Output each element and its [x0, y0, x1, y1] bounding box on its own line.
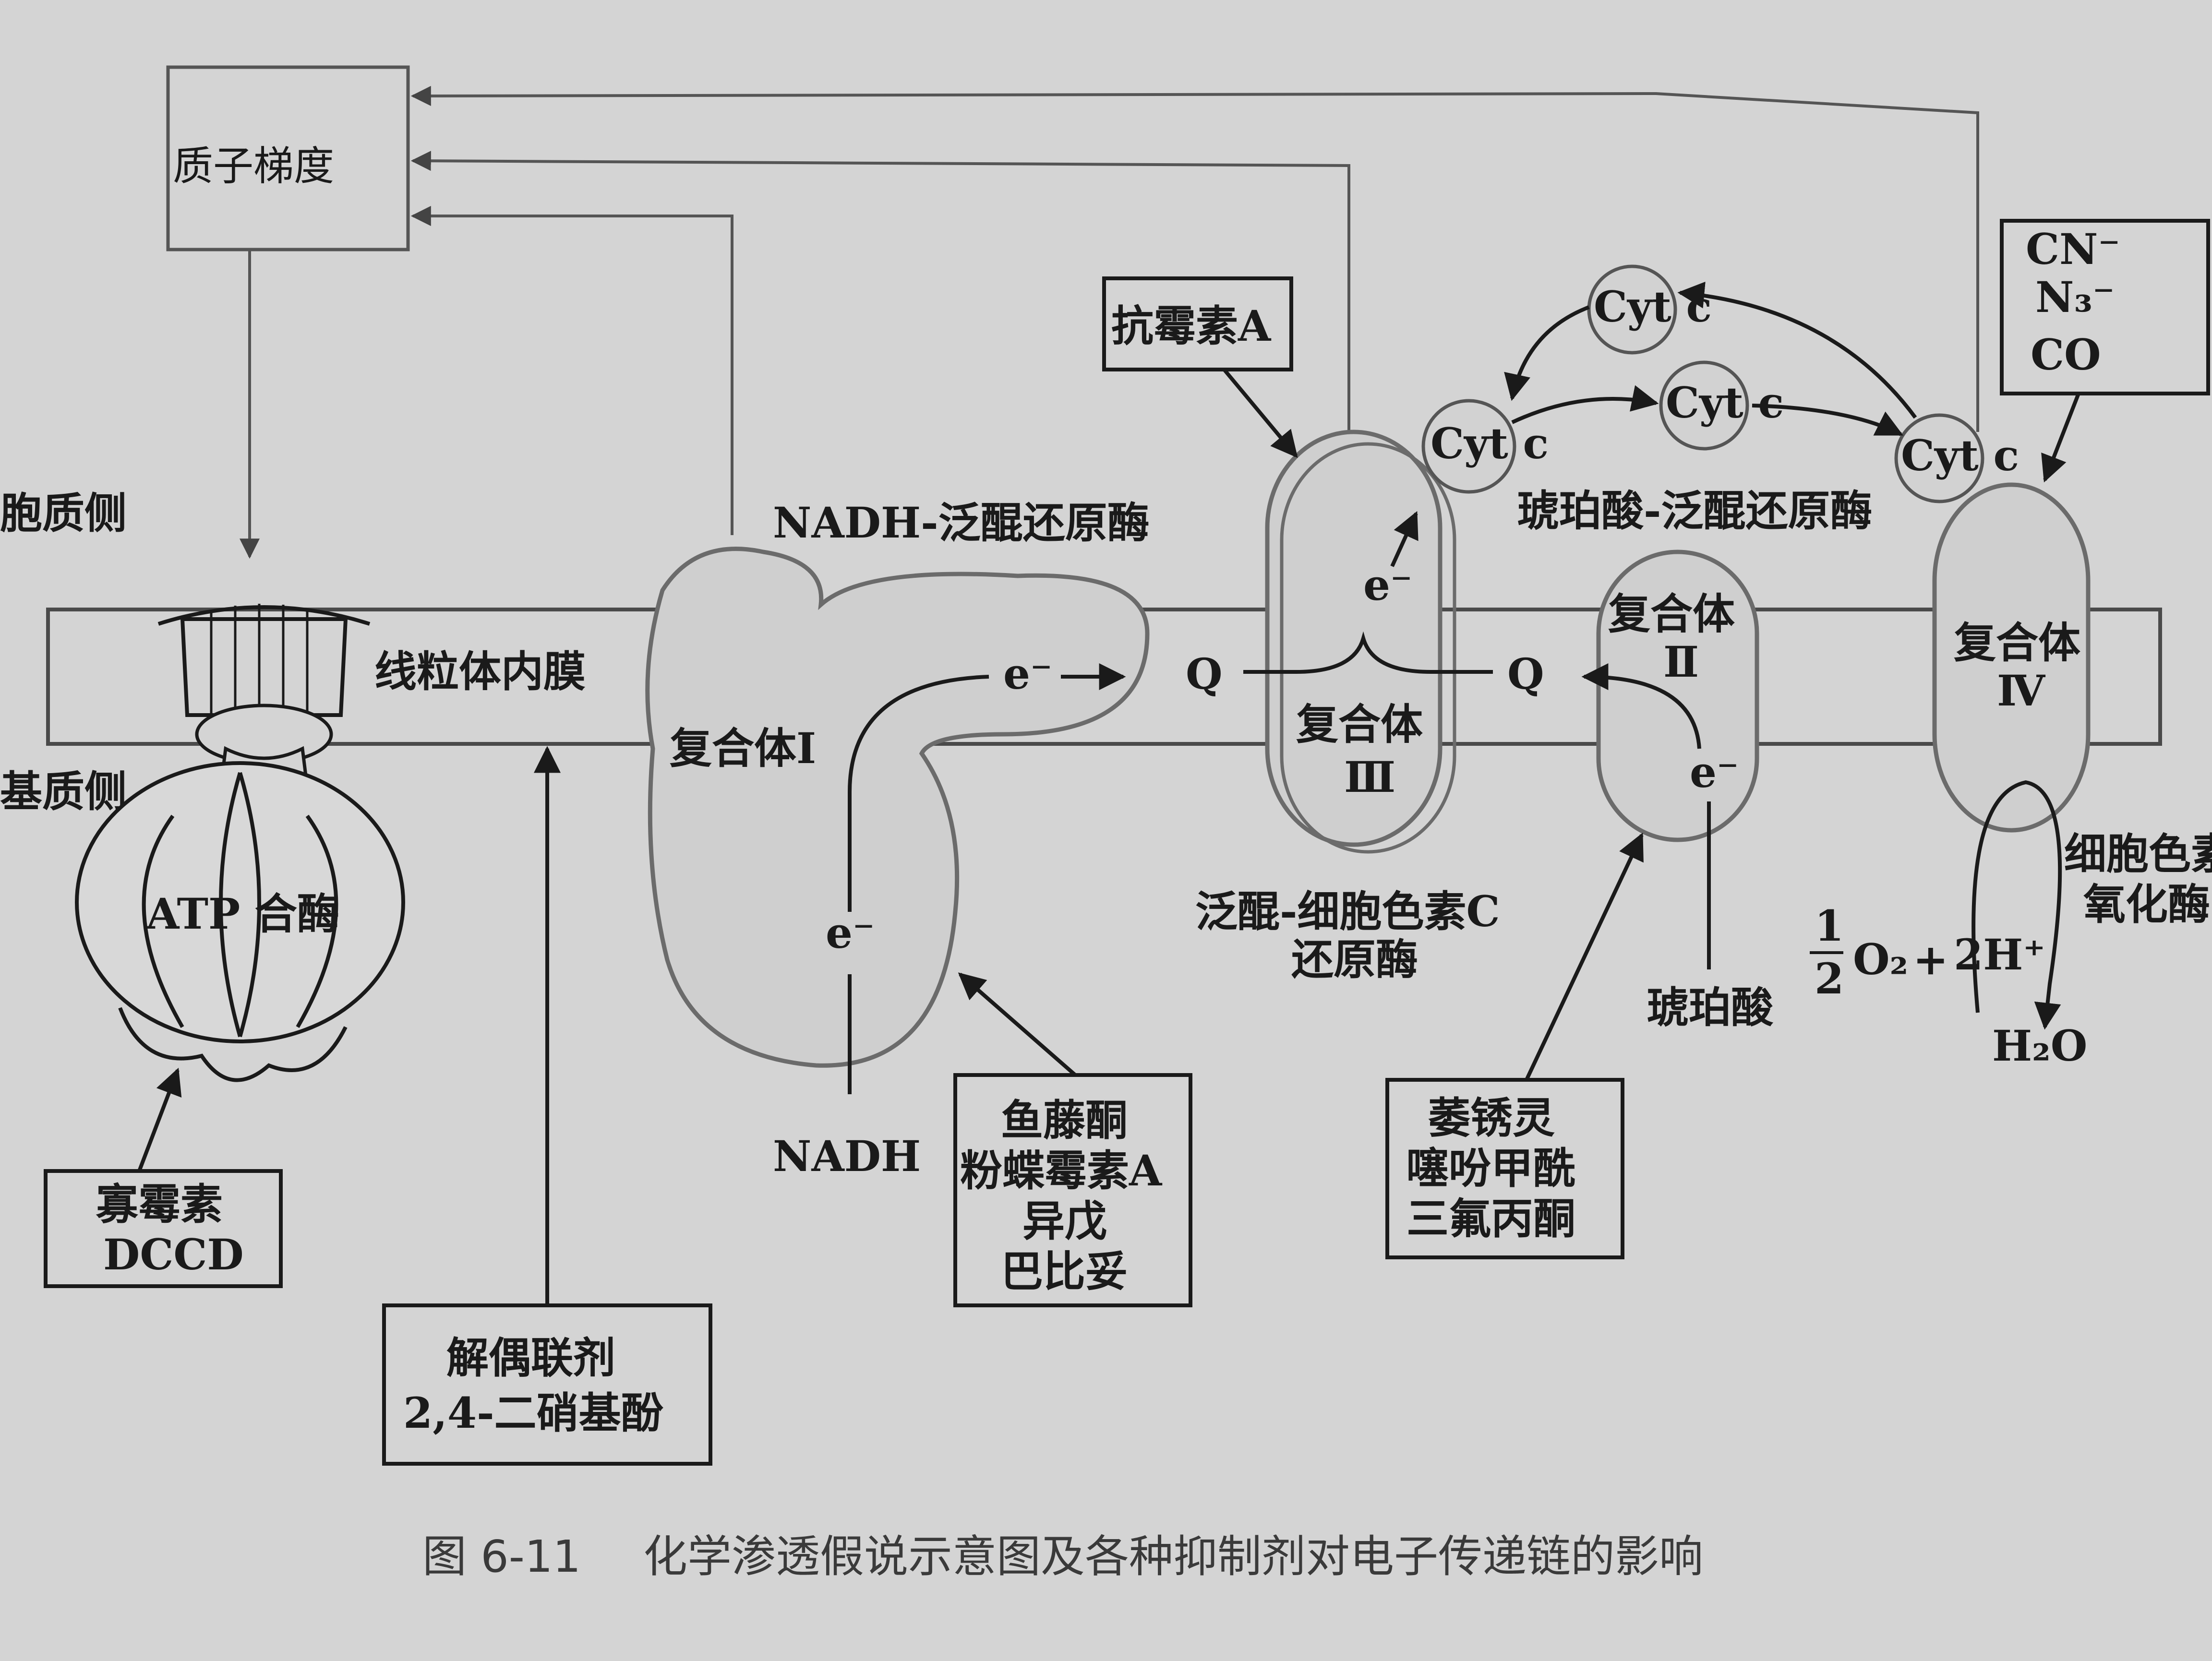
complex-3-name-2: 还原酶: [1291, 934, 1418, 984]
q-left: Q: [1186, 649, 1223, 699]
cytc-middle: [1659, 360, 1749, 451]
oxygen-reaction: 1 2 O₂ + 2H⁺ H₂O: [1810, 901, 2087, 1071]
uncoupler-line1: 解偶联剂: [446, 1333, 615, 1383]
complex-2: 复合体 Ⅱ e⁻ 琥珀酸-泛醌还原酶 琥珀酸: [1517, 486, 1873, 1032]
atp-synthase-label: ATP 合酶: [146, 889, 339, 939]
complex-4-name-2: 氧化酶: [2083, 879, 2210, 929]
complex1-electron-upper: e⁻: [1003, 649, 1052, 699]
c4-inhibitor-1: CN⁻: [2026, 224, 2120, 274]
complex-1: 复合体Ⅰ NADH-泛醌还原酶 NADH e⁻ e⁻: [645, 498, 1150, 1181]
complex-2-label-2: Ⅱ: [1663, 637, 1699, 687]
c2-inhibitor-2: 噻吩甲酰: [1407, 1143, 1575, 1193]
complex-1-name: NADH-泛醌还原酶: [773, 498, 1150, 548]
complex1-inhibitors: 鱼藤酮 粉蝶霉素A 异戊 巴比妥: [953, 972, 1192, 1307]
proton-line-top: [410, 85, 1979, 432]
complex-2-electron: e⁻: [1690, 747, 1739, 797]
c1-inhibitor-4: 巴比妥: [1001, 1246, 1128, 1296]
cytc-middle-label: Cyt c: [1666, 378, 1784, 428]
oligomycin-line2: DCCD: [103, 1230, 244, 1279]
c4-inhibitor-3: CO: [2031, 330, 2101, 380]
c2-inhibitor-1: 萎锈灵: [1428, 1093, 1555, 1143]
plus-sign: +: [1913, 934, 1948, 984]
figure-number: 图 6-11: [422, 1531, 581, 1582]
c1-inhibitor-3: 异戊: [1022, 1196, 1107, 1246]
complex-3-name-1: 泛醌-细胞色素C: [1195, 886, 1500, 936]
cytoplasm-side-label: 胞质侧: [0, 488, 127, 538]
nadh-label: NADH: [773, 1131, 921, 1181]
cytc-right: [1894, 413, 1984, 503]
complex-4: 复合体 Ⅳ 细胞色素 氧化酶 1 2 O₂ + 2H⁺ H₂O: [1810, 482, 2212, 1071]
proton-line-middle: [410, 151, 1350, 446]
complex3-up-arrow: [1390, 511, 1419, 567]
figure-caption: 化学渗透假说示意图及各种抑制剂对电子传递链的影响: [643, 1531, 1703, 1582]
uncoupler-line2: 2,4-二硝基酚: [403, 1388, 664, 1438]
oligomycin-inhibitor: 寡霉素 DCCD: [44, 1067, 283, 1288]
complex4-inhibitors: CN⁻ N₃⁻ CO: [2000, 219, 2210, 483]
cytc-right-label: Cyt c: [1901, 430, 2019, 480]
half-denominator: 2: [1815, 954, 1844, 1004]
cytc-top-label: Cyt c: [1594, 282, 1712, 332]
oxygen-arc: [1972, 780, 2062, 1030]
oligomycin-line1: 寡霉素: [96, 1179, 223, 1229]
antimycin-label: 抗霉素A: [1111, 301, 1272, 351]
oxygen-label: O₂: [1853, 934, 1908, 984]
succinate-label: 琥珀酸: [1647, 982, 1774, 1032]
complex-3-label-2: Ⅲ: [1344, 752, 1395, 802]
antimycin-inhibitor: 抗霉素A: [1102, 276, 1298, 458]
complex-2-label-1: 复合体: [1608, 589, 1735, 639]
atp-synthase: ATP 合酶: [75, 604, 405, 1082]
matrix-side-label: 基质侧: [0, 766, 127, 816]
protons-label: 2H⁺: [1954, 930, 2045, 980]
c1-inhibitor-1: 鱼藤酮: [1001, 1095, 1128, 1145]
proton-gradient-label: 质子梯度: [173, 143, 334, 190]
complex-4-label-1: 复合体: [1954, 618, 2080, 668]
q-right: Q: [1507, 649, 1544, 699]
nadh-electron-path: [848, 675, 989, 1094]
cytc-left: [1421, 399, 1516, 494]
complex2-inhibitors: 萎锈灵 噻吩甲酰 三氟丙酮: [1385, 832, 1644, 1259]
complex-1-label: 复合体Ⅰ: [670, 723, 816, 773]
q-to-complex3-branch: [1243, 631, 1493, 674]
succinate-electron-path: [1584, 677, 1711, 969]
c1-inhibitor-2: 粉蝶霉素A: [960, 1146, 1163, 1195]
complex-2-name: 琥珀酸-泛醌还原酶: [1517, 486, 1873, 536]
inner-membrane-label: 线粒体内膜: [374, 646, 586, 696]
complex1-electron-lower: e⁻: [826, 908, 875, 958]
complex-3: 复合体 Ⅲ e⁻ 泛醌-细胞色素C 还原酶: [1195, 430, 1500, 984]
complex-3-electron: e⁻: [1363, 560, 1412, 610]
complex-4-name-1: 细胞色素: [2064, 829, 2212, 879]
half-numerator: 1: [1815, 901, 1844, 951]
cytc-left-label: Cyt c: [1431, 418, 1549, 468]
cytc-top: [1587, 264, 1677, 355]
complex-3-label-1: 复合体: [1296, 699, 1423, 749]
proton-gradient-box: [166, 65, 410, 251]
complex-4-label-2: Ⅳ: [1997, 666, 2046, 716]
cytochrome-c-cycle: Cyt c Cyt c Cyt c Cyt c: [1421, 264, 2019, 503]
c2-inhibitor-3: 三氟丙酮: [1407, 1194, 1575, 1243]
proton-line-lower: [410, 206, 733, 535]
water-label: H₂O: [1992, 1021, 2087, 1071]
c4-inhibitor-2: N₃⁻: [2035, 272, 2115, 322]
uncoupler-inhibitor: 解偶联剂 2,4-二硝基酚: [382, 746, 712, 1466]
